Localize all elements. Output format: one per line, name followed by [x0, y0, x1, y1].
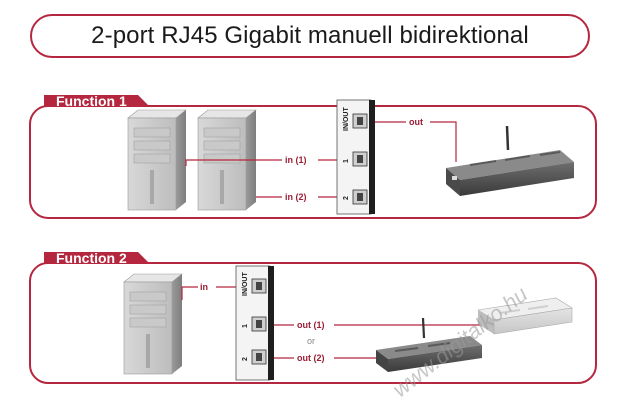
- label-in: in: [200, 282, 208, 292]
- line-in1: [185, 159, 282, 166]
- port-inout-label-2: IN/OUT: [242, 272, 249, 296]
- port-1-label: 1: [343, 159, 350, 163]
- port-2-label-2: 2: [242, 357, 249, 361]
- label-out: out: [409, 117, 423, 127]
- label-in1: in (1): [285, 155, 307, 165]
- pc-tower-3-icon: [123, 273, 183, 375]
- label-out2: out (2): [297, 353, 325, 363]
- output-device-2-icon: [376, 317, 482, 372]
- page-title: 2-port RJ45 Gigabit manuell bidirektiona…: [91, 22, 529, 49]
- function-2-frame: [29, 262, 597, 384]
- label-in2: in (2): [285, 192, 307, 202]
- output-device-1-icon: [477, 297, 573, 335]
- title-box: 2-port RJ45 Gigabit manuell bidirektiona…: [30, 14, 590, 58]
- function-2-panel: Function 2 in out (1) or out (2): [29, 250, 597, 384]
- function-2-label: Function 2: [56, 250, 127, 266]
- switch-2-icon: [235, 265, 274, 381]
- network-device-icon: [446, 125, 574, 196]
- function-1-label: Function 1: [56, 93, 127, 109]
- port-1-label-2: 1: [242, 324, 249, 328]
- function-1-frame: [29, 105, 597, 219]
- label-or: or: [307, 336, 315, 346]
- pc-tower-2-icon: [197, 109, 257, 211]
- function-1-panel: Function 1: [29, 93, 597, 219]
- function-1-tag: [44, 95, 150, 107]
- port-2-label: 2: [343, 196, 350, 200]
- port-inout-label: IN/OUT: [343, 107, 350, 131]
- label-out1: out (1): [297, 320, 325, 330]
- pc-tower-1-icon: [127, 109, 187, 211]
- line-in: [181, 286, 198, 300]
- switch-1-icon: [336, 99, 375, 215]
- function-2-tag: [44, 252, 150, 264]
